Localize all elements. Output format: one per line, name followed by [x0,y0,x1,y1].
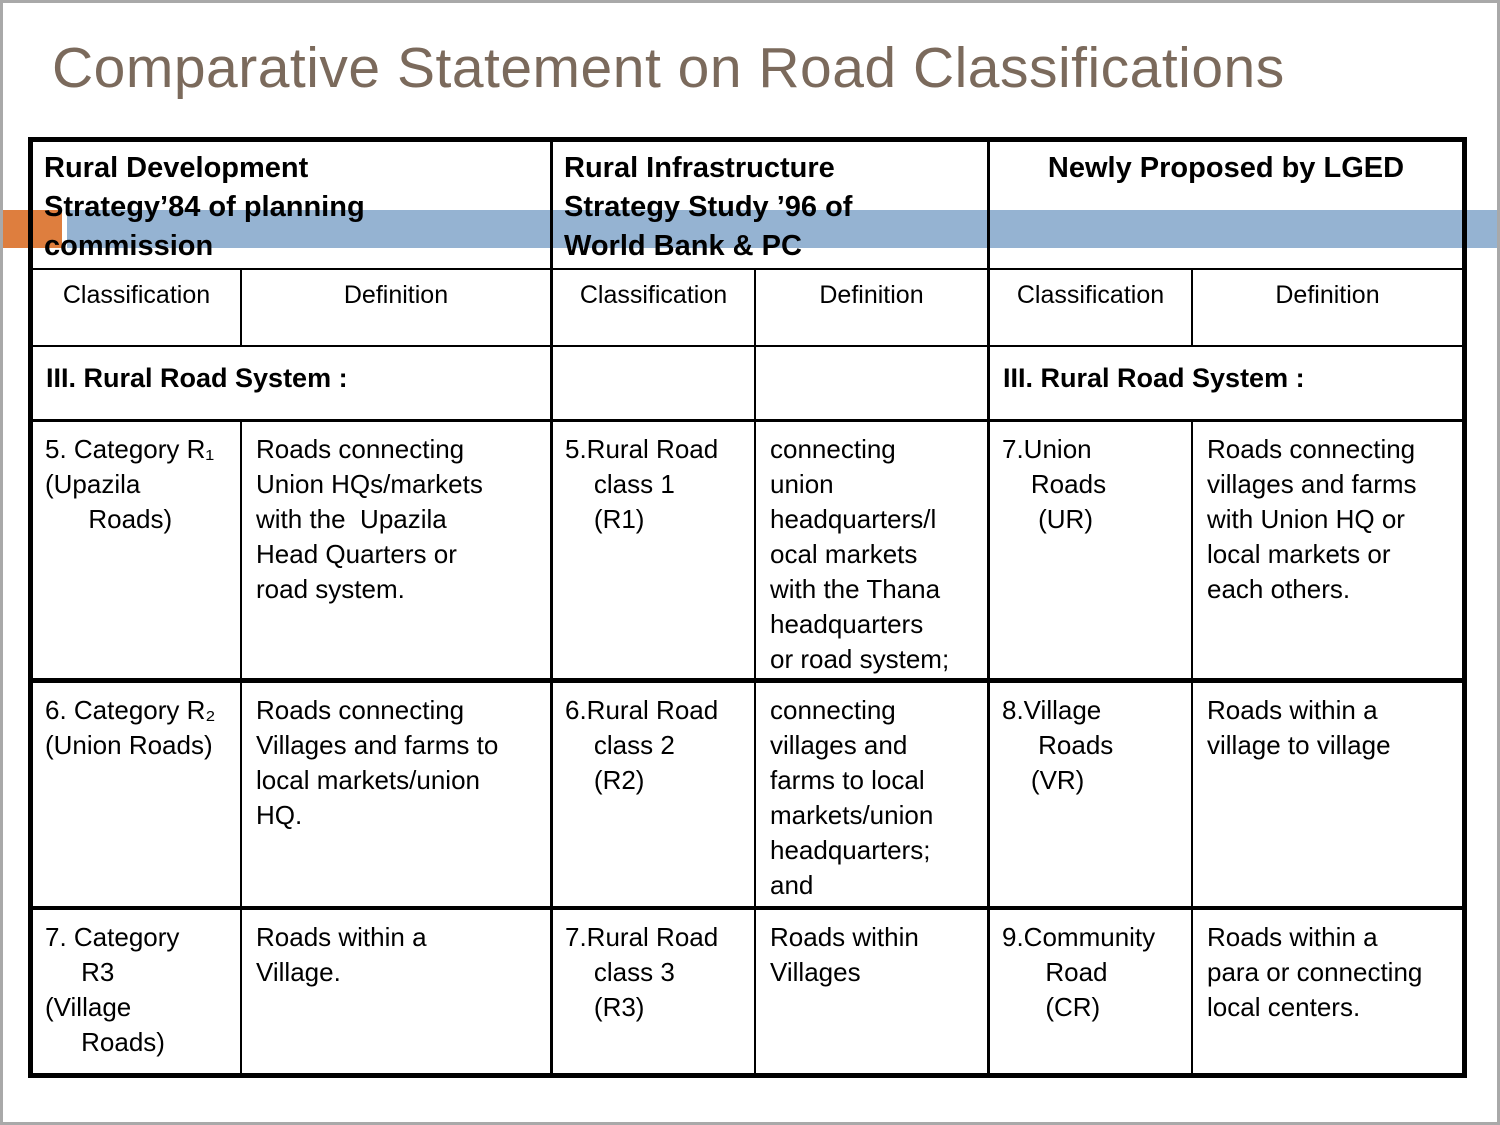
subheader-definition-1: Definition [242,270,553,347]
cell-row6-col1: 7. Category R3 (Village Roads) [33,910,242,1073]
cell-row4-col4: connecting union headquarters/l ocal mar… [756,422,990,683]
cell-row4-col5: 7.Union Roads (UR) [990,422,1193,683]
cell-row6-col6: Roads within a para or connecting local … [1207,922,1423,1022]
cell-row6-col4: Roads within Villages [756,910,990,1073]
section-label-left: III. Rural Road System : [33,347,553,422]
cell-row4-col1: 5. Category R₁ (Upazila Roads) [33,422,242,683]
section-empty-cell [756,347,990,422]
slide-title: Comparative Statement on Road Classifica… [52,36,1285,100]
subheader-definition-2: Definition [756,270,990,347]
cell-row5-col1: 6. Category R₂ (Union Roads) [33,683,242,910]
cell-row6-col3: 7.Rural Road class 3 (R3) [553,910,756,1073]
cell-row5-col6: Roads within a village to village [1193,683,1462,910]
cell-row4-col6: Roads connecting villages and farms with… [1193,422,1462,683]
subheader-classification-1: Classification [33,270,242,347]
section-empty-cell [553,347,756,422]
subheader-classification-2: Classification [553,270,756,347]
section-label-right: III. Rural Road System : [990,347,1462,422]
cell-row5-col3: 6.Rural Road class 2 (R2) [553,683,756,910]
cell-row4-col2: Roads connecting Union HQs/markets with … [242,422,553,683]
cell-row5-col4: connecting villages and farms to local m… [756,683,990,910]
cell-row5-col2: Roads connecting Villages and farms to l… [242,683,553,910]
road-classification-table: Rural Development Strategy’84 of plannin… [28,137,1467,1078]
cell-row6-col5: 9.Community Road (CR) [990,910,1193,1073]
header-rural-infrastructure-strategy: Rural Infrastructure Strategy Study ’96 … [553,142,990,270]
subheader-definition-3: Definition [1193,270,1462,347]
cell-row6-col2: Roads within a Village. [242,910,553,1073]
accent-band-blue [67,210,1500,248]
subheader-classification-3: Classification [990,270,1193,347]
cell-row4-col3: 5.Rural Road class 1 (R1) [553,422,756,683]
cell-row5-col5: 8.Village Roads (VR) [990,683,1193,910]
header-newly-proposed-lged: Newly Proposed by LGED [990,142,1462,270]
header-rural-development-strategy: Rural Development Strategy’84 of plannin… [33,142,553,270]
